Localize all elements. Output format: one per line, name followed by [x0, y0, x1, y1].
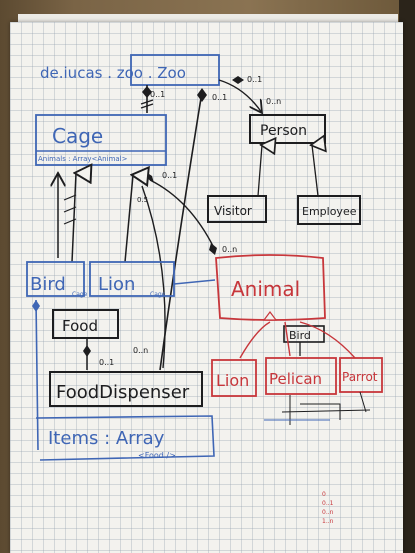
bird-cage-hatch	[63, 194, 77, 225]
mult-cage-animal: 0..1	[162, 171, 177, 180]
zoo-person-diamond	[232, 76, 244, 84]
food-box	[52, 309, 119, 339]
animal-triangle	[262, 311, 278, 321]
cage-box	[35, 114, 167, 166]
cage-attribute: Animals : Array<Animal>	[38, 155, 128, 163]
employee-box	[297, 195, 361, 225]
employee-generalization	[312, 145, 318, 197]
lion-cage-generalization	[124, 175, 133, 263]
bird-cage-tag: Cage	[72, 291, 88, 298]
items-attribute: Items : Array	[48, 428, 165, 449]
zoo-dispenser-diamond	[197, 88, 207, 102]
zoo-label: de.iucas . zoo . Zoo	[40, 64, 186, 82]
legend-item: 0..n	[322, 509, 334, 516]
mult-zoo-person-far: 0..n	[266, 97, 281, 106]
class-person: Person	[249, 114, 326, 144]
zoo-box	[130, 54, 220, 86]
lion-animal-link	[173, 279, 216, 285]
animal-box	[215, 254, 326, 321]
mult-food-dispenser: 0..1	[99, 358, 114, 367]
pelican-box	[265, 357, 337, 395]
zoo-person-association	[218, 79, 262, 113]
lion-label: Lion	[98, 274, 135, 295]
items-compartment	[35, 415, 215, 461]
scribble-lines	[281, 391, 371, 425]
class-zoo: de.iucas . zoo . Zoo	[40, 54, 220, 86]
parrot-label: Parrot	[342, 370, 378, 384]
cage-animal-association	[149, 179, 215, 249]
flipchart-paper	[10, 22, 403, 553]
visitor-label: Visitor	[214, 204, 252, 218]
parrot-animal-generalization	[299, 321, 356, 359]
cage-dispenser-association	[141, 185, 166, 369]
food-label: Food	[62, 317, 98, 335]
lion-cage-tag: Cage	[150, 291, 166, 298]
class-sub-bird: Bird	[283, 325, 325, 343]
mult-zoo-person-near: 0..1	[247, 75, 262, 84]
sub-lion-box	[211, 359, 257, 397]
class-animal: Animal	[215, 254, 326, 321]
bird-items-link	[35, 299, 39, 451]
person-box	[249, 114, 326, 144]
class-food-dispenser: FoodDispenser Items : Array <Food />	[35, 371, 215, 461]
zoo-cage-hatch	[140, 99, 154, 109]
mult-zoo-dispenser: 0..1	[212, 93, 227, 102]
employee-label: Employee	[302, 205, 357, 218]
food-dispenser-label: FoodDispenser	[56, 382, 190, 403]
sub-bird-box	[283, 325, 325, 343]
bird-items-diamond	[32, 300, 40, 312]
mult-cage-label: 0.5	[137, 196, 148, 204]
pelican-animal-generalization	[284, 321, 291, 357]
cage-label: Cage	[52, 124, 103, 148]
class-lion: Lion Cage	[89, 261, 175, 298]
food-dispenser-diamond	[83, 345, 91, 357]
visitor-box	[207, 195, 267, 223]
bird-cage-line	[71, 173, 76, 263]
class-employee: Employee	[297, 195, 361, 225]
person-label: Person	[260, 123, 307, 139]
pelican-label: Pelican	[269, 370, 322, 388]
class-sub-lion: Lion	[211, 359, 257, 397]
bird-label: Bird	[30, 274, 66, 295]
sub-bird-label: Bird	[289, 329, 311, 342]
food-dispenser-box	[49, 371, 203, 407]
legend-item: 0	[322, 491, 326, 498]
mult-dispenser-end: 0..n	[133, 346, 148, 355]
class-pelican: Pelican	[265, 357, 337, 395]
legend-item: 1..n	[322, 518, 334, 525]
visitor-generalization	[257, 145, 262, 197]
sub-lion-label: Lion	[216, 371, 249, 390]
mult-zoo-cage: 0..1	[150, 90, 165, 99]
class-food: Food	[52, 309, 119, 339]
cage-animal-diamond	[146, 172, 154, 183]
lion-box	[89, 261, 175, 297]
class-cage: Cage Animals : Array<Animal>	[35, 114, 167, 166]
class-visitor: Visitor	[207, 195, 267, 223]
multiplicity-legend: 0 0..1 0..n 1..n	[322, 491, 334, 525]
class-parrot: Parrot	[339, 357, 383, 393]
class-bird: Bird Cage	[26, 261, 88, 298]
zoo-cage-diamond	[142, 86, 152, 98]
mult-animal-end: 0..n	[222, 245, 237, 254]
items-type: <Food />	[138, 451, 176, 460]
animal-label: Animal	[231, 277, 300, 301]
parrot-box	[339, 357, 383, 393]
lion-animal-generalization	[239, 321, 271, 359]
bird-box	[26, 261, 85, 297]
easel-edge	[399, 0, 415, 553]
animal-end-diamond	[209, 243, 217, 255]
legend-item: 0..1	[322, 500, 334, 507]
